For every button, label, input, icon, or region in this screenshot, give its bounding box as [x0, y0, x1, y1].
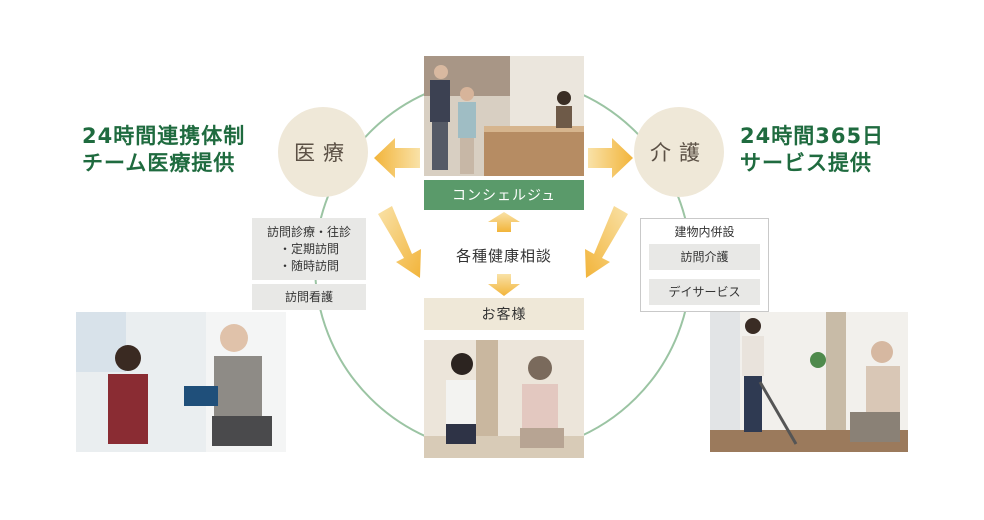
arrow-care-to-customer	[585, 206, 628, 278]
arrow-up-concierge	[488, 212, 520, 232]
arrow-to-care	[588, 138, 633, 178]
care-item-day-service: デイサービス	[649, 279, 760, 305]
concierge-label: コンシェルジュ	[424, 180, 584, 210]
photo-blood-pressure-check	[76, 312, 286, 452]
photo-care	[710, 312, 908, 452]
customer-label: お客様	[424, 298, 584, 330]
medical-visit-onDemand: ・随時訪問	[278, 259, 339, 273]
headline-left: 24時間連携体制 チーム医療提供	[82, 123, 245, 177]
photo-concierge	[424, 56, 584, 176]
headline-right-line1: 24時間365日	[740, 124, 885, 148]
arrow-medical-to-customer	[378, 206, 421, 278]
headline-left-line1: 24時間連携体制	[82, 124, 246, 148]
photo-medical	[76, 312, 286, 452]
photo-consultation	[424, 340, 584, 458]
care-services-box: 建物内併設 訪問介護 デイサービス	[640, 218, 769, 312]
photo-reception-desk	[424, 56, 584, 176]
arrow-to-medical	[374, 138, 420, 178]
medical-visit-title: 訪問診療・往診	[266, 225, 351, 239]
headline-left-line2: チーム医療提供	[82, 151, 236, 175]
medical-visit-box: 訪問診療・往診 ・定期訪問 ・随時訪問	[252, 218, 366, 280]
care-services-title: 建物内併設	[674, 225, 735, 239]
headline-right-line2: サービス提供	[740, 151, 872, 175]
arrow-down-customer	[488, 274, 520, 296]
photo-customer	[424, 340, 584, 458]
care-item-home-care: 訪問介護	[649, 244, 760, 270]
photo-cleaning-service	[710, 312, 908, 452]
consult-label: 各種健康相談	[455, 247, 552, 265]
medical-visit-regular: ・定期訪問	[278, 242, 339, 256]
node-care: 介護	[634, 107, 724, 197]
headline-right: 24時間365日 サービス提供	[740, 123, 884, 177]
medical-nursing-box: 訪問看護	[252, 284, 366, 310]
node-medical: 医療	[278, 107, 368, 197]
